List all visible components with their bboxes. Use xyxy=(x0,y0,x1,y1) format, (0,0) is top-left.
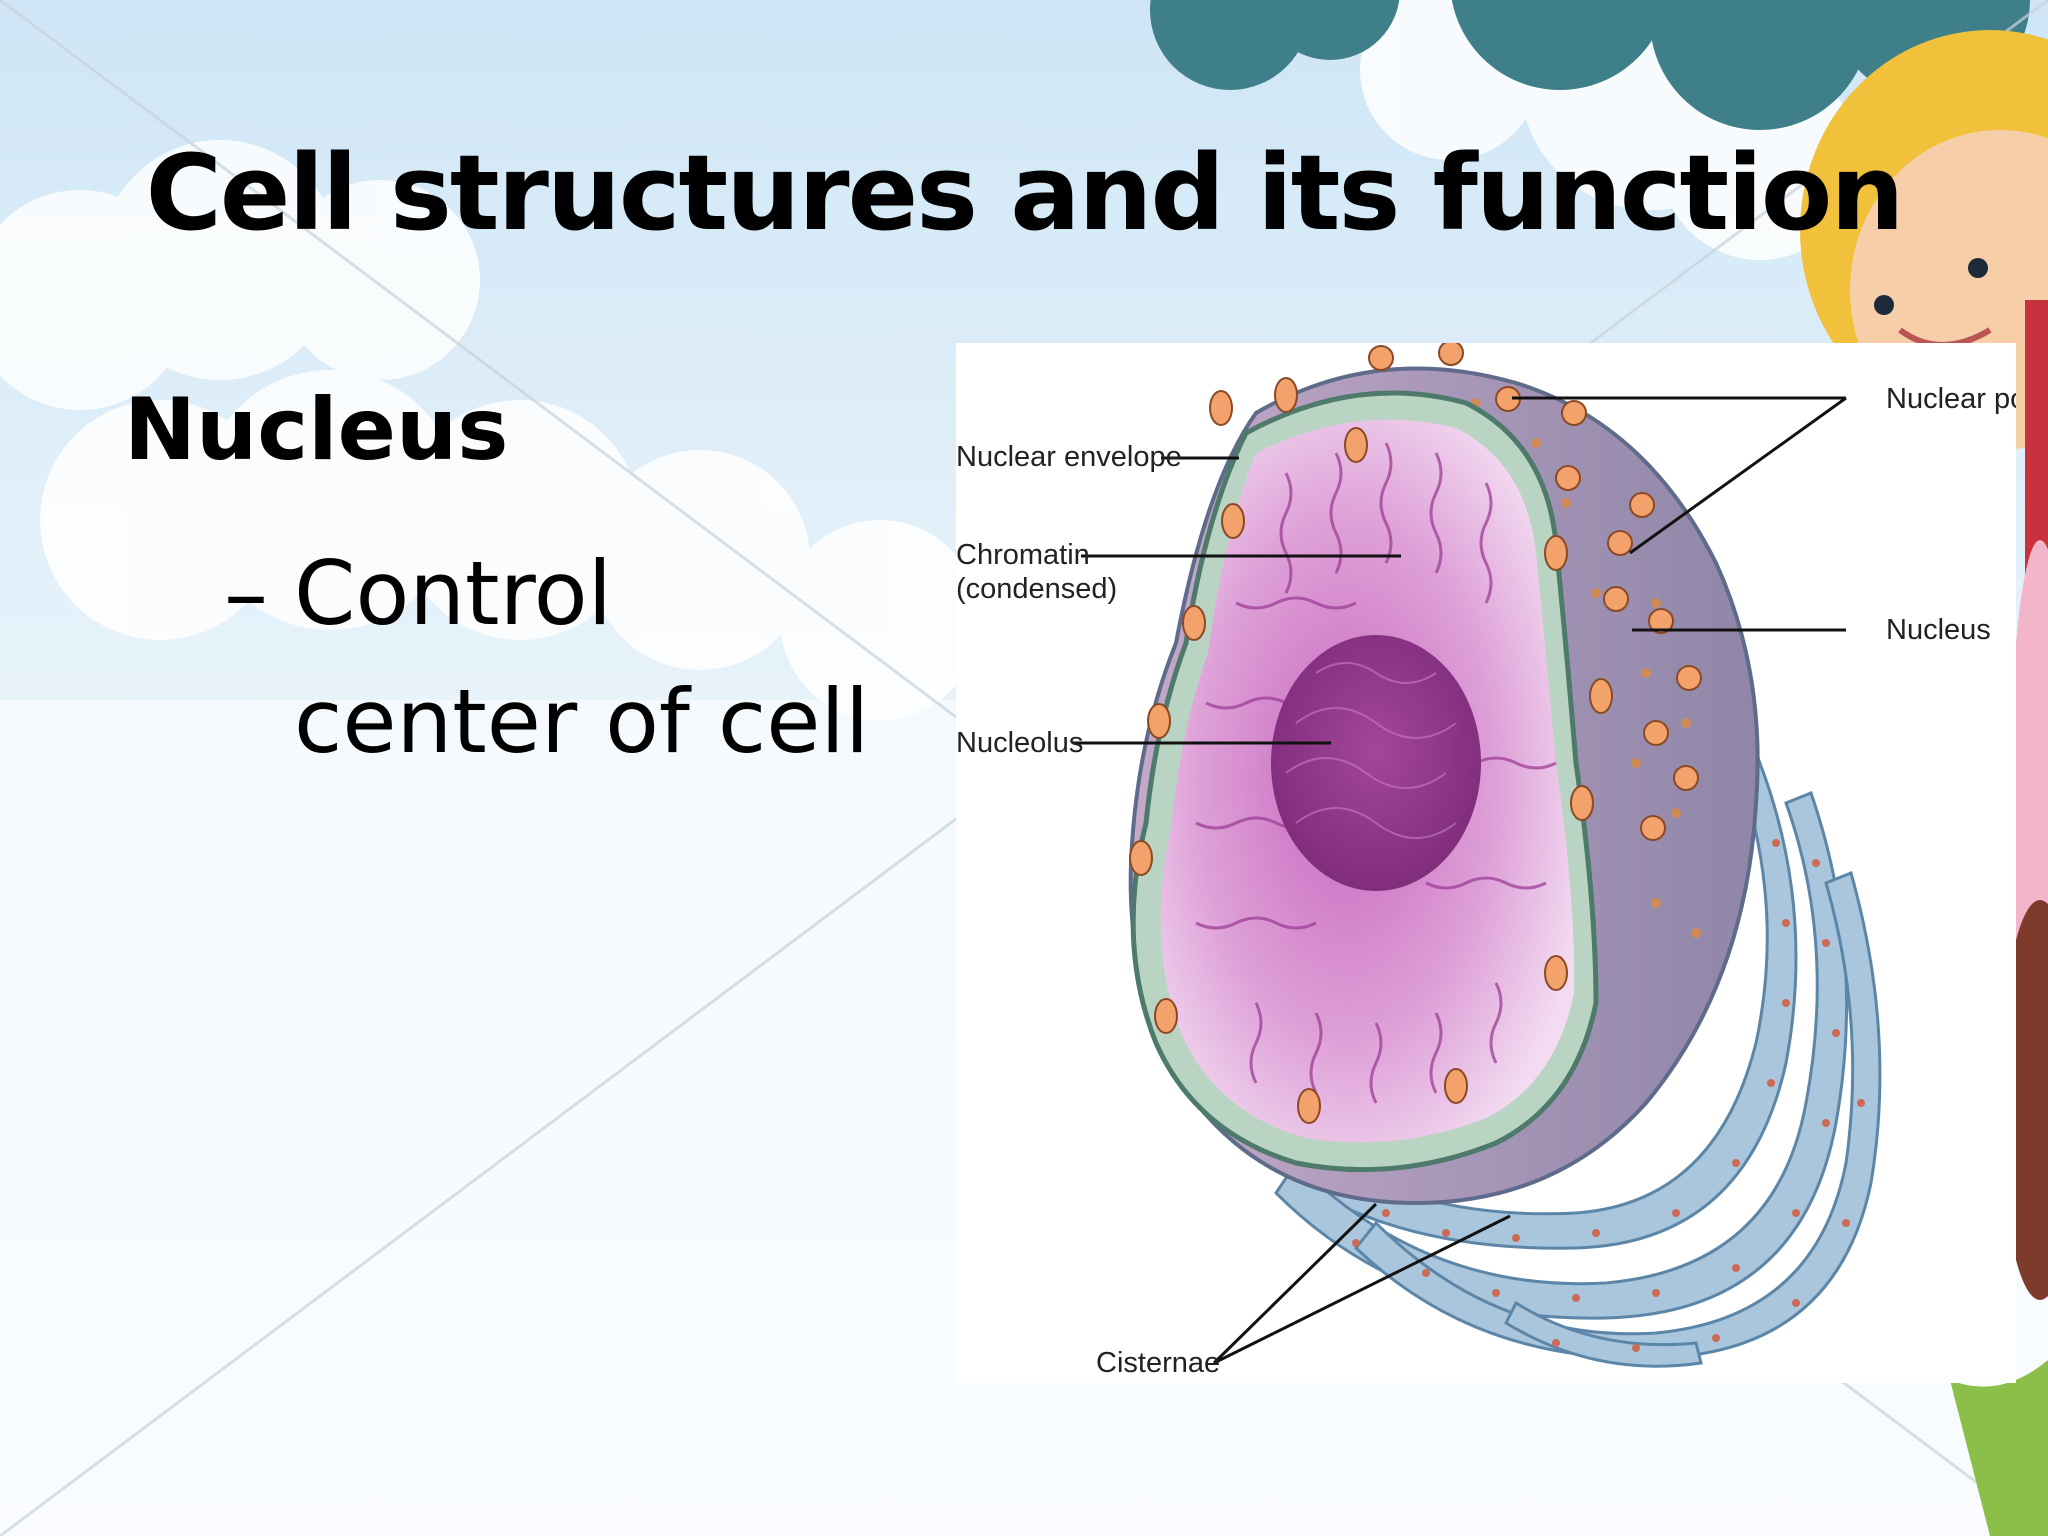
label-cisternae: Cisternae xyxy=(1096,1347,1221,1379)
bullet-text: Control center of cell xyxy=(294,542,870,773)
label-nuclear-pores: Nuclear pores xyxy=(1886,383,2016,415)
label-chromatin-condensed: (condensed) xyxy=(956,573,1118,605)
label-nucleolus: Nucleolus xyxy=(956,727,1084,759)
label-chromatin: Chromatin xyxy=(956,539,1090,571)
label-nuclear-envelope: Nuclear envelope xyxy=(956,441,1182,473)
label-nucleus: Nucleus xyxy=(1886,614,1991,646)
nucleus-illustration xyxy=(1073,343,1882,1368)
slide-title: Cell structures and its function xyxy=(145,132,1905,254)
bullet-dash: – xyxy=(224,542,268,645)
section-heading: Nucleus xyxy=(124,380,509,480)
nucleus-diagram: Nuclear pores Nuclear envelope Chromatin… xyxy=(956,343,2016,1383)
bullet-item: – Control center of cell xyxy=(224,530,924,786)
